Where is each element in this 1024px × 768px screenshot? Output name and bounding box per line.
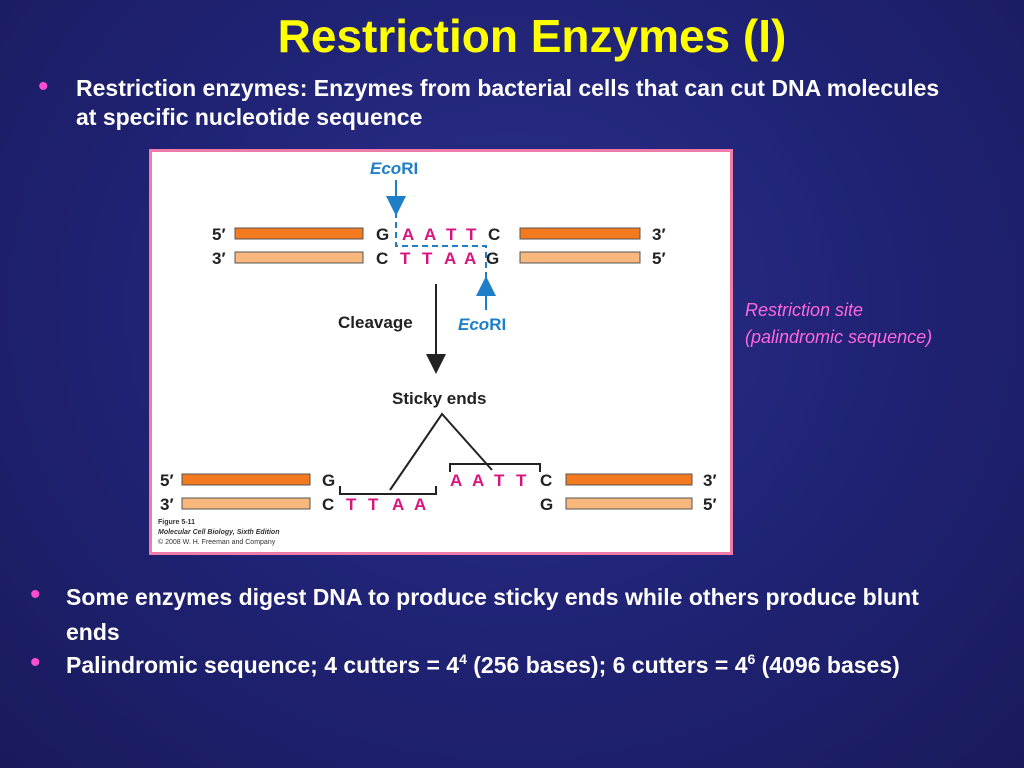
- base-bottom-5: A: [464, 249, 476, 268]
- frag-left-top: [181, 473, 311, 486]
- bullet-icon: •: [38, 70, 49, 103]
- frag-left-3prime: 3′: [160, 495, 174, 514]
- bullet-sticky: Some enzymes digest DNA to produce stick…: [66, 584, 919, 645]
- sticky-ends-label: Sticky ends: [392, 389, 487, 408]
- ecori-diagram: EcoRI 5′ 3′ 3′ 5′ G A A T T C C T T A A …: [158, 159, 717, 546]
- base-top-1: G: [376, 225, 389, 244]
- base-bottom-1: C: [376, 249, 388, 268]
- frag-right-5prime: 5′: [703, 495, 717, 514]
- base-bottom-4: A: [444, 249, 456, 268]
- bullet-icon: •: [30, 578, 41, 611]
- strand-bottom-left: [234, 251, 364, 264]
- frag-right-overhang-2: A: [472, 471, 484, 490]
- frag-right-bottom: [565, 497, 693, 510]
- sticky-bracket-right: [449, 463, 541, 472]
- frag-left-overhang-1: T: [346, 495, 357, 514]
- frag-left-overhang-2: T: [368, 495, 379, 514]
- frag-left-base-g: G: [322, 471, 335, 490]
- base-top-5: T: [466, 225, 477, 244]
- base-bottom-2: T: [400, 249, 411, 268]
- strand-top-right: [519, 227, 641, 240]
- base-top-6: C: [488, 225, 500, 244]
- caption-figure: Figure 5-11: [158, 519, 195, 526]
- frag-left-base-c: C: [322, 495, 334, 514]
- frag-right-overhang-4: T: [516, 471, 527, 490]
- frag-left-overhang-4: A: [414, 495, 426, 514]
- frag-right-base-g: G: [540, 495, 553, 514]
- sticky-pointer: [389, 412, 493, 491]
- frag-right-top: [565, 473, 693, 486]
- frag-right-overhang-3: T: [494, 471, 505, 490]
- bullet-palindromic: Palindromic sequence; 4 cutters = 44 (25…: [66, 651, 900, 678]
- bullet-icon: •: [30, 646, 41, 679]
- sticky-bracket-left: [339, 486, 437, 495]
- frag-right-overhang-1: A: [450, 471, 462, 490]
- frag-right-base-c: C: [540, 471, 552, 490]
- figure-panel: EcoRI 5′ 3′ 3′ 5′ G A A T T C C T T A A …: [149, 149, 733, 555]
- side-note-line2: (palindromic sequence): [745, 327, 933, 347]
- caption-book: Molecular Cell Biology, Sixth Edition: [158, 529, 279, 536]
- cut-line: [395, 212, 487, 282]
- base-top-4: T: [446, 225, 457, 244]
- slide-title: Restriction Enzymes (I): [277, 10, 787, 62]
- strand-bottom-right: [519, 251, 641, 264]
- base-bottom-3: T: [422, 249, 433, 268]
- base-top-3: A: [424, 225, 436, 244]
- label-5prime: 5′: [212, 225, 226, 244]
- frag-left-bottom: [181, 497, 311, 510]
- cleavage-label: Cleavage: [338, 313, 413, 332]
- base-bottom-6: G: [486, 249, 499, 268]
- enzyme-label-bottom: EcoRI: [458, 315, 506, 334]
- side-note-line1: Restriction site: [745, 300, 864, 320]
- bullet-intro: Restriction enzymes: Enzymes from bacter…: [76, 75, 940, 130]
- label-5prime-right: 5′: [652, 249, 666, 268]
- frag-right-3prime: 3′: [703, 471, 717, 490]
- label-3prime-right: 3′: [652, 225, 666, 244]
- caption-copyright: © 2008 W. H. Freeman and Company: [158, 538, 276, 546]
- restriction-site-note: Restriction site (palindromic sequence): [745, 297, 1015, 351]
- frag-left-5prime: 5′: [160, 471, 174, 490]
- enzyme-label-top: EcoRI: [370, 159, 418, 178]
- base-top-2: A: [402, 225, 414, 244]
- label-3prime: 3′: [212, 249, 226, 268]
- frag-left-overhang-3: A: [392, 495, 404, 514]
- strand-top-left: [234, 227, 364, 240]
